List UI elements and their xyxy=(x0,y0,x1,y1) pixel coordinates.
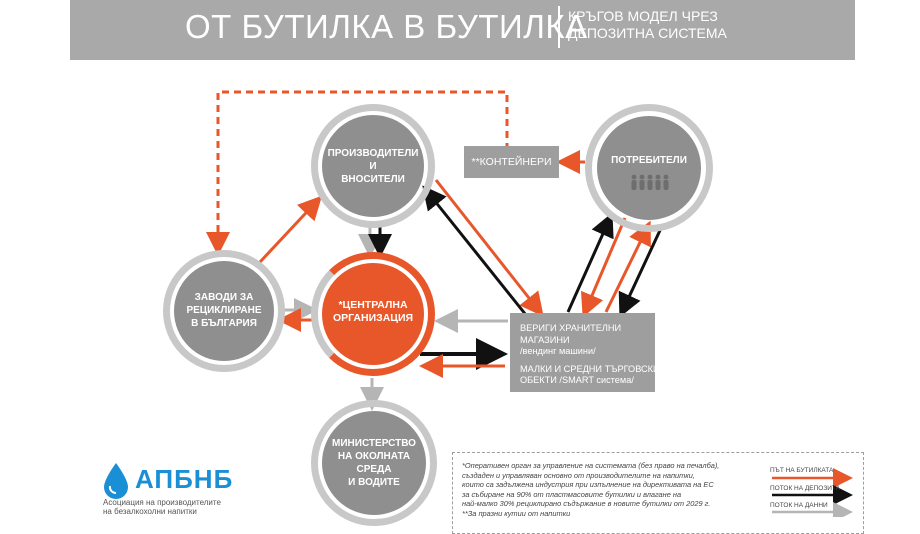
legend-bottle-label: ПЪТ НА БУТИЛКАТА xyxy=(770,467,834,474)
ministry-node: МИНИСТЕРСТВО НА ОКОЛНАТА СРЕДА И ВОДИТЕ xyxy=(322,411,426,515)
central-organization-node: *ЦЕНТРАЛНА ОРГАНИЗАЦИЯ xyxy=(322,263,424,365)
footnote: *Оперативен орган за управление на систе… xyxy=(462,461,762,519)
banner-subtitle-line: КРЪГОВ МОДЕЛ ЧРЕЗ xyxy=(568,8,718,24)
banner-title: ОТ БУТИЛКА В БУТИЛКА xyxy=(185,8,588,45)
logo-subtitle-line: Асоциация на производителите xyxy=(103,498,221,507)
retail-to-producers-arrow xyxy=(422,185,532,321)
recycling-label-line: В БЪЛГАРИЯ xyxy=(191,318,257,329)
recycling-label-line: РЕЦИКЛИРАНЕ xyxy=(186,305,262,316)
producers-node: ПРОИЗВОДИТЕЛИ И ВНОСИТЕЛИ xyxy=(322,115,424,217)
central-label: *ЦЕНТРАЛНА ОРГАНИЗАЦИЯ xyxy=(322,299,424,325)
recycling-ring xyxy=(163,250,285,372)
footnote-line: които са задължена индустрия при изпълне… xyxy=(462,480,714,490)
logo-name: АПБНБ xyxy=(135,464,234,494)
banner-subtitle-line: ДЕПОЗИТНА СИСТЕМА xyxy=(568,25,727,41)
footnote-line: най-малко 30% рециклирано съдържание в н… xyxy=(462,499,711,509)
retail-line: ВЕРИГИ ХРАНИТЕЛНИ МАГАЗИНИ xyxy=(520,323,622,345)
recycling-label-line: ЗАВОДИ ЗА xyxy=(194,292,254,303)
legend-deposit-label: ПОТОК НА ДЕПОЗИТА xyxy=(770,485,841,492)
recycling-to-producers-arrow xyxy=(258,195,323,264)
retail-line: /вендинг машини/ xyxy=(520,346,596,356)
retail-text: ВЕРИГИ ХРАНИТЕЛНИ МАГАЗИНИ /вендинг маши… xyxy=(520,323,660,387)
containers-label: **КОНТЕЙНЕРИ xyxy=(471,156,552,168)
ministry-label-line: МИНИСТЕРСТВО xyxy=(332,438,416,449)
retail-line: ОБЕКТИ /SMART система/ xyxy=(520,375,634,385)
ministry-label-line: НА ОКОЛНАТА xyxy=(337,451,411,462)
banner-subtitle: КРЪГОВ МОДЕЛ ЧРЕЗ ДЕПОЗИТНА СИСТЕМА xyxy=(568,8,727,42)
recycling-node: ЗАВОДИ ЗА РЕЦИКЛИРАНЕ В БЪЛГАРИЯ xyxy=(174,261,274,361)
dashed-bottle-path-arrow xyxy=(206,90,509,256)
consumers-to-retail-arrow-black xyxy=(618,225,664,318)
legend-data-label: ПОТОК НА ДАННИ xyxy=(770,502,828,509)
producers-label-line: ВНОСИТЕЛИ xyxy=(341,174,405,185)
retail-to-consumers-arrow-black xyxy=(566,212,614,313)
people-icon xyxy=(631,174,669,190)
logo-subtitle: Асоциация на производителите на безалкох… xyxy=(103,498,221,516)
footnote-line: **За празни кутии от напитки xyxy=(462,508,571,518)
title-banner: ОТ БУТИЛКА В БУТИЛКА КРЪГОВ МОДЕЛ ЧРЕЗ Д… xyxy=(70,0,855,60)
producers-to-retail-arrow xyxy=(434,179,544,317)
producers-ring xyxy=(311,104,435,228)
banner-divider xyxy=(558,6,560,48)
consumers-to-retail-arrow-orange xyxy=(581,217,627,318)
producers-label: ПРОИЗВОДИТЕЛИ И ВНОСИТЕЛИ xyxy=(322,147,424,186)
footnote-line: *Оперативен орган за управление на систе… xyxy=(462,461,720,470)
water-drop-icon xyxy=(104,463,128,499)
retail-to-consumers-arrow-orange xyxy=(604,220,651,313)
containers-box: **КОНТЕЙНЕРИ xyxy=(464,146,559,178)
central-label-line: *ЦЕНТРАЛНА xyxy=(338,299,408,311)
retail-line: МАЛКИ И СРЕДНИ ТЪРГОВСКИ xyxy=(520,363,660,374)
recycling-label: ЗАВОДИ ЗА РЕЦИКЛИРАНЕ В БЪЛГАРИЯ xyxy=(174,291,274,330)
logo-subtitle-line: на безалкохолни напитки xyxy=(103,507,197,516)
central-ring xyxy=(311,252,435,376)
consumers-node: ПОТРЕБИТЕЛИ xyxy=(597,116,701,220)
retail-box: ВЕРИГИ ХРАНИТЕЛНИ МАГАЗИНИ /вендинг маши… xyxy=(510,313,660,392)
ministry-label-line: СРЕДА xyxy=(356,464,392,475)
producers-label-line: ПРОИЗВОДИТЕЛИ xyxy=(327,148,419,159)
flow-arrows xyxy=(206,90,853,517)
ministry-label-line: И ВОДИТЕ xyxy=(348,477,400,488)
footnote-line: създаден и управляван основно от произво… xyxy=(462,470,695,480)
producers-label-line: И xyxy=(369,161,377,172)
consumers-ring xyxy=(585,104,713,232)
footnote-line: за събиране на 90% от пластмасовите бути… xyxy=(462,489,682,499)
central-label-line: ОРГАНИЗАЦИЯ xyxy=(332,312,414,324)
consumers-label: ПОТРЕБИТЕЛИ xyxy=(611,155,687,166)
ministry-label: МИНИСТЕРСТВО НА ОКОЛНАТА СРЕДА И ВОДИТЕ xyxy=(322,437,426,489)
